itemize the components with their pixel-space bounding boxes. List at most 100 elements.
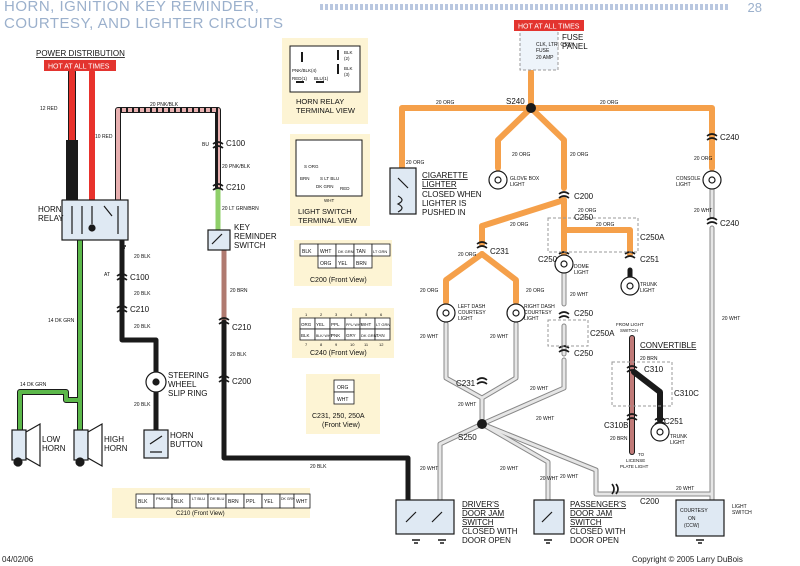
connector-c100-horn: C100 [130, 273, 150, 282]
wire-label-wht-3: 20 WHT [570, 292, 588, 298]
c240-cell: WHT [361, 322, 371, 327]
c210-cell: DK BLU [210, 496, 225, 501]
wire-label-blk-2: 20 BLK [134, 291, 151, 297]
c200-cell: YEL [338, 261, 348, 267]
horn-relay-label-2: RELAY [38, 214, 64, 223]
c231-front-label-1: C231, 250, 250A [312, 413, 365, 420]
fuse-panel-label-1: FUSE [562, 33, 583, 42]
c210-cell: BLK [174, 499, 184, 505]
tv-red1: RED(1) [292, 76, 308, 81]
wire-label-org-5: 20 ORG [406, 160, 424, 166]
c240-cell: PPL/ WHT [346, 323, 363, 327]
left-dash-label-1: LEFT DASH [458, 304, 486, 310]
wire-label-org-4: 20 ORG [570, 152, 588, 158]
wire-label-pnkblk-2: 20 PNK/BLK [222, 164, 251, 170]
connector-c240-top: C240 [720, 133, 740, 142]
wire-20-org-c200 [528, 105, 567, 191]
passenger-label-1: PASSENGER'S [570, 500, 626, 509]
splice-s240-label: S240 [506, 97, 525, 106]
horn-relay-label-1: HORN [38, 205, 62, 214]
driver-label-4: CLOSED WITH [462, 527, 518, 536]
wire-label-blk-3: 20 BLK [134, 324, 151, 330]
fusible-link [66, 140, 78, 200]
cigarette-lighter-box [389, 167, 417, 215]
page-title-line1: HORN, IGNITION KEY REMINDER, [4, 0, 260, 15]
courtesy-on-2: ON [688, 516, 696, 522]
c240-cell: BLK [301, 333, 310, 338]
page-number: 28 [747, 0, 762, 15]
wire-label-dkgrn-2: 14 DK GRN [20, 382, 47, 388]
wire-label-org-9: 20 ORG [596, 222, 614, 228]
c240-num: 3 [335, 312, 338, 317]
light-switch-tv-label-1: LIGHT SWITCH [298, 207, 352, 216]
console-label-2: LIGHT [676, 182, 691, 188]
wire-20-blk-key [221, 319, 411, 513]
wire-label-pnkblk: 20 PNK/BLK [150, 102, 179, 108]
c200-cell: BRN [356, 261, 367, 267]
courtesy-on-1: COURTESY [680, 508, 708, 514]
wire-label-wht-7: 20 WHT [458, 402, 476, 408]
c200-cell: ORG [320, 261, 332, 267]
passenger-label-5: DOOR OPEN [570, 536, 619, 545]
c210-cell: PNK/ BLK [156, 496, 174, 501]
key-reminder-box [207, 229, 231, 251]
c210-cell: DK GRN [281, 497, 295, 501]
wire-label-wht-8: 20 WHT [536, 416, 554, 422]
connector-c310c: C310C [674, 389, 699, 398]
wire-14-dk-grn [17, 237, 83, 443]
c240-cell: BLK/ WHT [316, 334, 333, 338]
connector-c250a-top: C250A [640, 233, 665, 242]
wire-label-org-1: 20 ORG [436, 100, 454, 106]
driver-label-5: DOOR OPEN [462, 536, 511, 545]
wire-label-wht-4: 20 WHT [420, 334, 438, 340]
fuse-text-2: FUSE [536, 48, 550, 54]
c240-num: 6 [380, 312, 383, 317]
left-dash-light-icon [436, 303, 456, 323]
dashed-boxes [519, 29, 673, 407]
hot-labels [44, 20, 584, 71]
wire-label-wht-9: 20 WHT [420, 466, 438, 472]
power-distribution-label: POWER DISTRIBUTION [36, 49, 125, 58]
trunk-conv-label-2: LIGHT [670, 440, 685, 446]
trunk-light-convertible-icon [650, 422, 670, 442]
light-switch-tv-label-2: TERMINAL VIEW [298, 216, 358, 225]
diagram-text: POWER DISTRIBUTION HOT AT ALL TIMES HOT … [20, 24, 752, 546]
wire-label-10-red: 10 RED [95, 134, 113, 140]
trunk-conv-label-1: TRUNK [670, 434, 688, 440]
tv-blk3n: (3) [344, 72, 350, 77]
connector-c240-bottom: C240 [720, 219, 740, 228]
c210-cell: WHT [296, 499, 307, 505]
wire-20-org-main [399, 105, 715, 171]
wire-label-wht-1: 20 WHT [694, 208, 712, 214]
connector-c250-dome: C250 [538, 255, 558, 264]
ls-brn: BRN [300, 176, 310, 181]
connector-c251-top: C251 [640, 255, 660, 264]
header: HORN, IGNITION KEY REMINDER, COURTESY, A… [0, 0, 800, 34]
c210-cell: YEL [264, 499, 274, 505]
tv-blk2n: (2) [344, 56, 350, 61]
hot-label-right-bg [514, 20, 584, 31]
splice-s250 [477, 419, 487, 429]
to-license-2: LICENSE [626, 458, 645, 463]
courtesy-on-3: (CCW) [684, 523, 700, 529]
wire-label-wht-6: 20 WHT [530, 386, 548, 392]
driver-label-1: DRIVER'S [462, 500, 499, 509]
connector-c200-bottom: C200 [640, 497, 660, 506]
c240-cell: YEL [316, 322, 325, 327]
c240-num: 8 [320, 342, 323, 347]
hot-label-left: HOT AT ALL TIMES [48, 64, 110, 71]
horn-button-label-1: HORN [170, 431, 194, 440]
wire-label-brn-2: 20 BRN [640, 356, 658, 362]
c200-front-label: C200 (Front View) [310, 277, 367, 284]
tv-blk3: BLK [344, 66, 353, 71]
trunk-label-2: LIGHT [640, 288, 655, 294]
connector-c250-top: C250 [574, 213, 594, 222]
c200-cell: WHT [320, 249, 331, 255]
passenger-door-switch-box [533, 499, 565, 535]
c240-cell: PPL [331, 322, 340, 327]
wire-label-wht-5: 20 WHT [490, 334, 508, 340]
c200-cell: DK GRN [338, 249, 354, 254]
c210-cell: BRN [228, 499, 239, 505]
light-switch-label-2: SWITCH [732, 510, 752, 516]
